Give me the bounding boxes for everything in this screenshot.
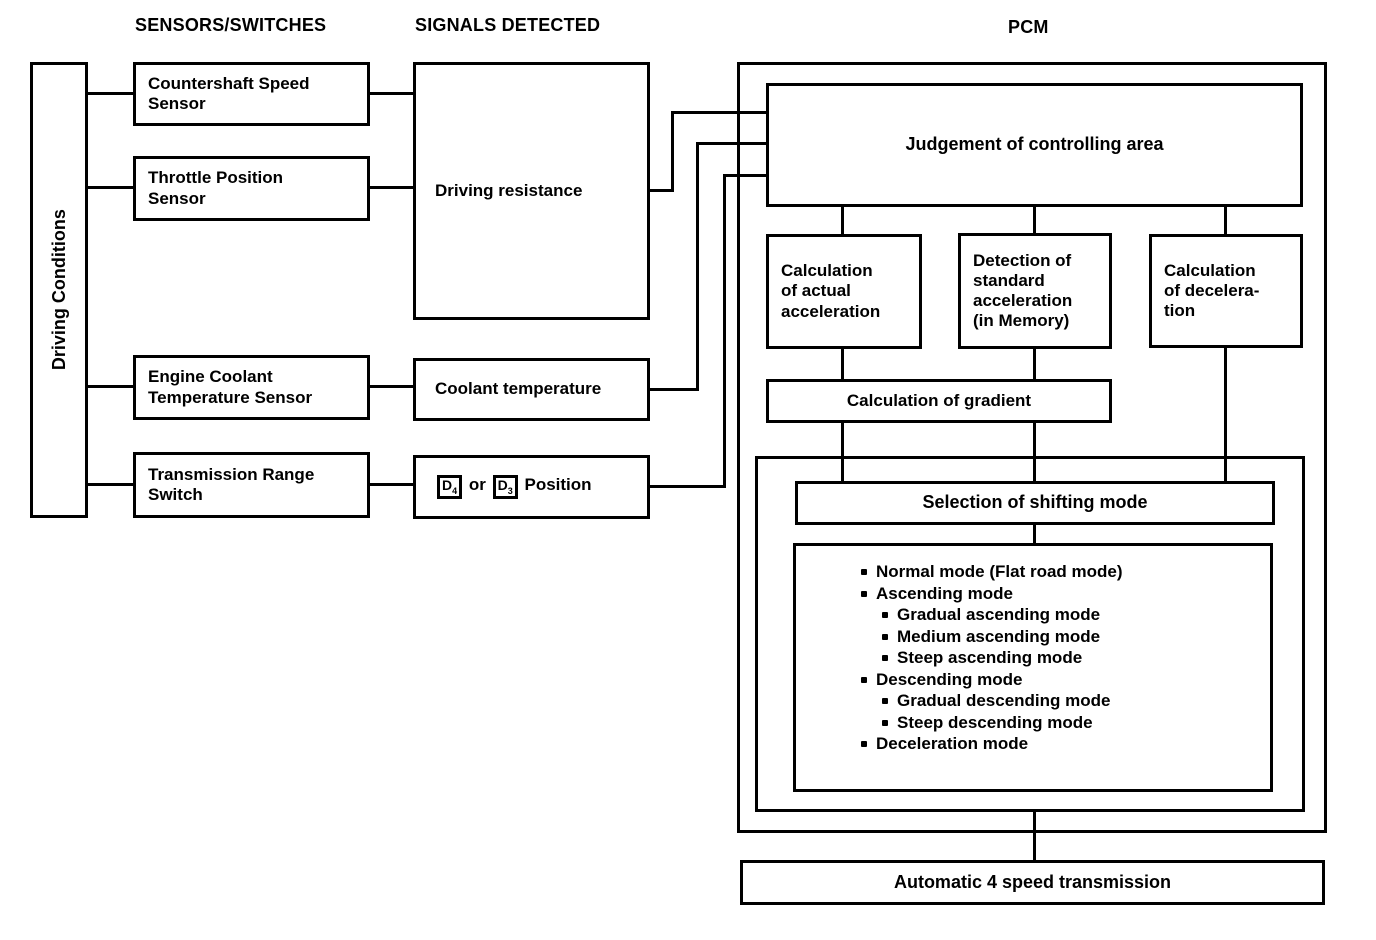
connector-judgement-decel <box>1224 205 1227 234</box>
automatic-transmission-label: Automatic 4 speed transmission <box>893 871 1172 892</box>
detection-standard-acceleration-label: Detection of standard acceleration (in M… <box>973 250 1073 331</box>
mode-item: Descending mode <box>861 669 1269 691</box>
column-header-pcm: PCM <box>1008 17 1049 37</box>
engine-coolant-temperature-sensor-label: Engine Coolant Temperature Sensor <box>148 367 313 407</box>
transmission-range-switch-label: Transmission Range Switch <box>148 464 315 504</box>
transmission-range-switch-box: Transmission Range Switch <box>133 452 370 518</box>
calculation-actual-acceleration-label: Calculation of actual acceleration <box>781 261 881 321</box>
connector-coolanttemp-out <box>650 388 699 391</box>
gear-position-label: D4 or D3 Position <box>435 475 592 499</box>
column-header-signals-detected: SIGNALS DETECTED <box>415 15 601 35</box>
connector-range-position <box>370 483 413 486</box>
connector-coolanttemp-judgement <box>696 142 766 145</box>
connector-judgement-standard <box>1033 205 1036 233</box>
connector-position-out <box>650 485 726 488</box>
d4-gear-indicator: D4 <box>437 475 463 499</box>
connector-resistance-out <box>650 189 674 192</box>
detection-standard-acceleration-box: Detection of standard acceleration (in M… <box>958 233 1112 349</box>
mode-item: Gradual ascending mode <box>882 604 1269 626</box>
judgement-label: Judgement of controlling area <box>905 134 1164 155</box>
connector-throttle-resistance <box>370 186 413 189</box>
automatic-transmission-box: Automatic 4 speed transmission <box>740 860 1325 905</box>
connector-position-judgement <box>723 174 766 177</box>
connector-resistance-riser <box>671 111 674 192</box>
calculation-deceleration-box: Calculation of decelera- tion <box>1149 234 1303 348</box>
column-header-sensors-switches: SENSORS/SWITCHES <box>135 15 327 35</box>
connector-standard-gradient <box>1033 347 1036 379</box>
throttle-position-sensor-label: Throttle Position Sensor <box>148 168 284 208</box>
connector-coolantsensor-coolanttemp <box>370 385 413 388</box>
d4-letter: D <box>442 477 453 494</box>
connector-decel-selection <box>1224 346 1227 481</box>
gear-position-box: D4 or D3 Position <box>413 455 650 519</box>
connector-pcm-transmission <box>1033 810 1036 860</box>
calculation-of-gradient-label: Calculation of gradient <box>846 390 1032 410</box>
countershaft-speed-sensor-label: Countershaft Speed Sensor <box>148 73 310 113</box>
connector-countershaft-resistance <box>370 92 413 95</box>
connector-selection-modes <box>1033 523 1036 543</box>
connector-actual-gradient <box>841 347 844 379</box>
position-word: Position <box>524 475 592 495</box>
connector-gradient-selection-left <box>841 421 844 481</box>
mode-item: Steep descending mode <box>882 712 1269 734</box>
shifting-modes-list: Normal mode (Flat road mode) Ascending m… <box>793 543 1273 792</box>
mode-item: Ascending mode <box>861 583 1269 605</box>
connector-judgement-actual <box>841 205 844 234</box>
connector-dc-throttle <box>88 186 133 189</box>
d4-subscript: 4 <box>452 485 458 496</box>
calculation-actual-acceleration-box: Calculation of actual acceleration <box>766 234 922 349</box>
connector-coolanttemp-riser <box>696 142 699 391</box>
connector-dc-countershaft <box>88 92 133 95</box>
d3-letter: D <box>497 477 508 494</box>
connector-gradient-selection-mid <box>1033 421 1036 481</box>
driving-resistance-box: Driving resistance <box>413 62 650 320</box>
coolant-temperature-label: Coolant temperature <box>435 379 602 399</box>
driving-resistance-label: Driving resistance <box>435 180 583 200</box>
judgement-of-controlling-area-box: Judgement of controlling area <box>766 83 1303 207</box>
selection-of-shifting-mode-box: Selection of shifting mode <box>795 481 1275 525</box>
mode-item: Gradual descending mode <box>882 690 1269 712</box>
selection-of-shifting-mode-label: Selection of shifting mode <box>922 492 1148 513</box>
engine-coolant-temperature-sensor-box: Engine Coolant Temperature Sensor <box>133 355 370 420</box>
driving-conditions-label: Driving Conditions <box>48 209 69 371</box>
connector-dc-coolant <box>88 385 133 388</box>
countershaft-speed-sensor-box: Countershaft Speed Sensor <box>133 62 370 126</box>
d3-gear-indicator: D3 <box>492 475 518 499</box>
mode-item: Normal mode (Flat road mode) <box>861 561 1269 583</box>
calculation-deceleration-label: Calculation of decelera- tion <box>1164 260 1260 321</box>
calculation-of-gradient-box: Calculation of gradient <box>766 379 1112 423</box>
connector-dc-range <box>88 483 133 486</box>
connector-resistance-judgement <box>671 111 766 114</box>
driving-conditions-box: Driving Conditions <box>30 62 88 518</box>
mode-item: Steep ascending mode <box>882 647 1269 669</box>
d3-subscript: 3 <box>507 485 513 496</box>
coolant-temperature-box: Coolant temperature <box>413 358 650 421</box>
connector-position-riser <box>723 174 726 488</box>
mode-item: Deceleration mode <box>861 733 1269 755</box>
or-word: or <box>468 475 486 495</box>
mode-item: Medium ascending mode <box>882 626 1269 648</box>
throttle-position-sensor-box: Throttle Position Sensor <box>133 156 370 221</box>
